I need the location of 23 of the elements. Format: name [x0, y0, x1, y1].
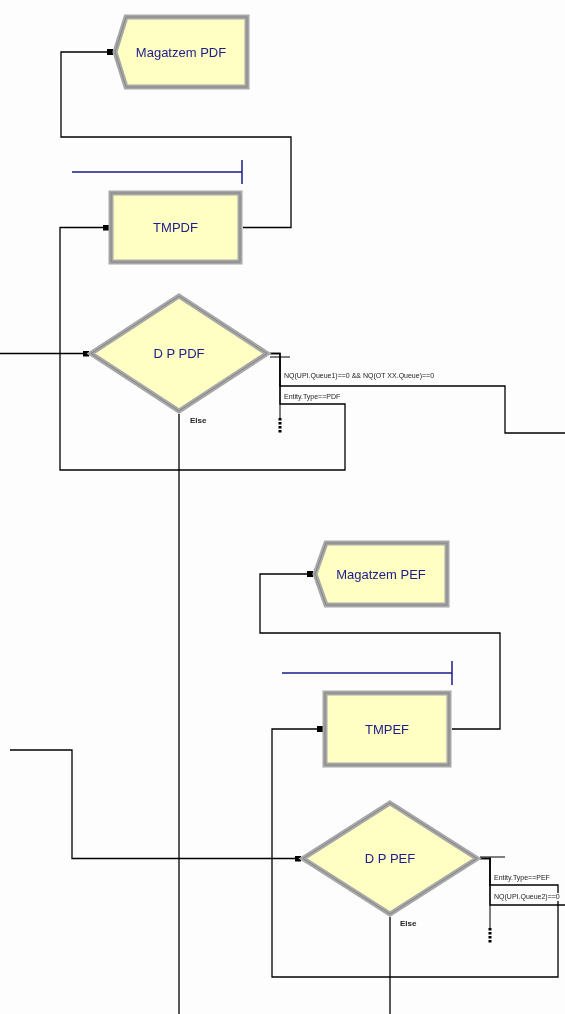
node-label: D P PEF	[364, 851, 416, 866]
decision-diamond	[300, 800, 480, 917]
process-box	[108, 190, 243, 265]
connector	[59, 224, 346, 471]
edge-label: Else	[190, 417, 207, 425]
connector	[259, 571, 501, 730]
decision-diamond	[88, 293, 270, 414]
node-label: TMPEF	[364, 721, 410, 737]
connector	[9, 749, 301, 862]
connector	[271, 726, 559, 978]
node-label: D P PDF	[153, 346, 205, 361]
connector	[479, 857, 565, 906]
node-label: TMPDF	[153, 220, 198, 235]
connector	[178, 413, 180, 1014]
hold-module-shape	[312, 540, 450, 608]
process-box	[322, 690, 452, 768]
edge-label: Else	[400, 920, 417, 928]
hold-module-shape	[112, 14, 250, 90]
connector	[60, 49, 292, 229]
connector	[0, 350, 89, 357]
node-label: Magatzem PDF	[135, 44, 227, 60]
node-label: Magatzem PEF	[336, 566, 426, 582]
connector	[389, 916, 391, 1014]
